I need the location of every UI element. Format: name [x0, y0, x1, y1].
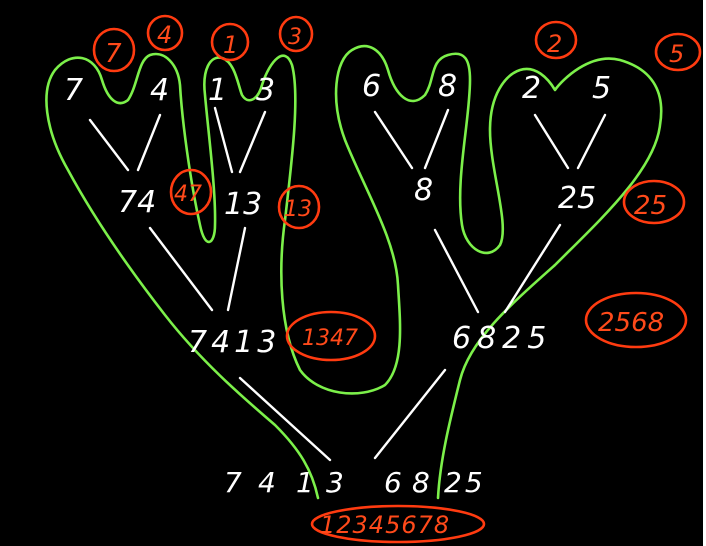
- edge-6-8: [373, 110, 414, 170]
- root-4: 4: [258, 466, 276, 499]
- leaf-5: 5: [592, 71, 611, 106]
- edge-1-13: [213, 106, 234, 174]
- ann-leaf-4: 4: [157, 21, 172, 49]
- ring-25: [622, 179, 686, 225]
- ann-13: 13: [284, 197, 312, 222]
- node-74: 74: [118, 185, 156, 220]
- ann-25: 25: [634, 191, 667, 221]
- edge-7-74: [88, 118, 130, 172]
- node-8: 8: [414, 173, 433, 208]
- ring-47: [169, 168, 213, 216]
- edge-8-6825: [433, 228, 480, 314]
- root-7: 7: [224, 466, 242, 499]
- root-1: 1: [296, 466, 314, 499]
- edge-2-25: [533, 113, 570, 170]
- edge-25-6825: [503, 223, 562, 314]
- leaf-6: 6: [362, 69, 381, 104]
- edge-8-8: [423, 108, 450, 170]
- ann-leaf-1: 1: [223, 31, 238, 59]
- node-6825: 6825: [452, 321, 552, 356]
- root-6: 6: [384, 466, 402, 499]
- edge-5-25: [576, 113, 607, 170]
- ann-2568: 2568: [598, 308, 664, 338]
- ring-leaf-2: [534, 20, 578, 60]
- edge-4-74: [136, 113, 162, 172]
- root-3: 3: [326, 466, 344, 499]
- leaf-4: 4: [150, 73, 169, 108]
- root-8: 8: [412, 466, 430, 499]
- ring-leaf-3: [278, 15, 314, 53]
- edge-13-7413: [226, 226, 247, 312]
- ring-13: [277, 184, 321, 230]
- ring-leaf-5: [654, 32, 702, 72]
- ring-12345678: [310, 504, 486, 544]
- edge-7413-root: [238, 376, 332, 462]
- ann-leaf-5: 5: [669, 40, 684, 68]
- node-25: 25: [558, 181, 596, 216]
- leaf-3: 3: [256, 73, 275, 108]
- ann-47: 47: [174, 182, 202, 207]
- edge-3-13: [238, 110, 267, 174]
- root-25: 25: [444, 466, 486, 499]
- ann-1347: 1347: [302, 326, 358, 351]
- leaf-1: 1: [208, 73, 227, 108]
- ann-leaf-3: 3: [288, 25, 302, 50]
- ring-leaf-4: [146, 14, 184, 52]
- leaf-7: 7: [64, 73, 83, 108]
- traversal-outline: [45, 44, 663, 500]
- ann-leaf-7: 7: [105, 39, 122, 69]
- ring-1347: [285, 310, 377, 362]
- leaf-8: 8: [438, 69, 457, 104]
- ring-leaf-1: [210, 22, 250, 62]
- node-13: 13: [224, 187, 262, 222]
- node-7413: 7413: [188, 325, 280, 360]
- ann-leaf-2: 2: [547, 30, 562, 58]
- ann-12345678: 12345678: [320, 511, 450, 539]
- leaf-2: 2: [522, 71, 541, 106]
- edge-74-7413: [148, 226, 214, 312]
- ring-2568: [584, 291, 688, 349]
- ring-leaf-7: [92, 27, 136, 73]
- edge-6825-root: [373, 368, 447, 460]
